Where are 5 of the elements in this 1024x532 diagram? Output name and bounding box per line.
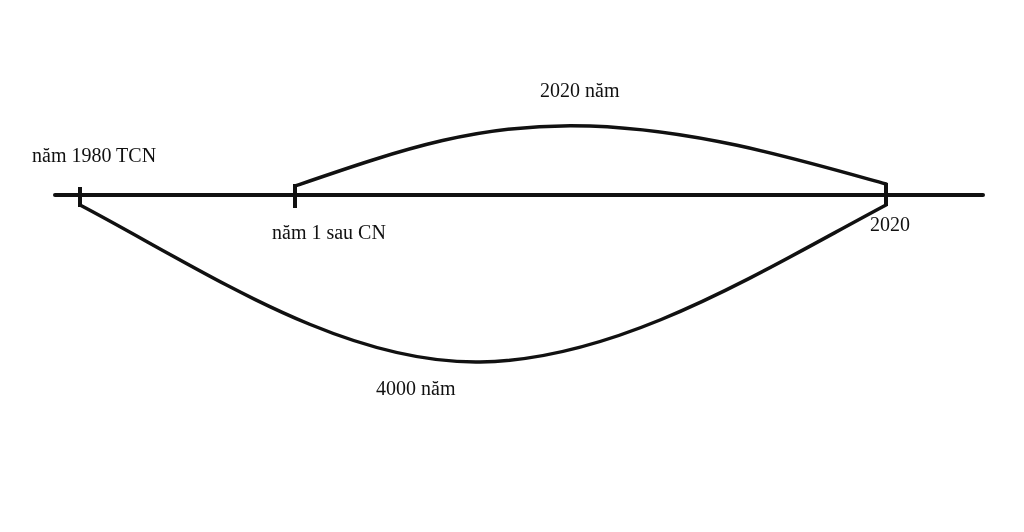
span-label: 4000 năm [376,377,456,399]
year-label: năm 1 sau CN [272,221,386,243]
year-label: năm 1980 TCN [32,144,157,166]
span-label: 2020 năm [540,79,620,101]
year-label: 2020 [870,213,910,235]
